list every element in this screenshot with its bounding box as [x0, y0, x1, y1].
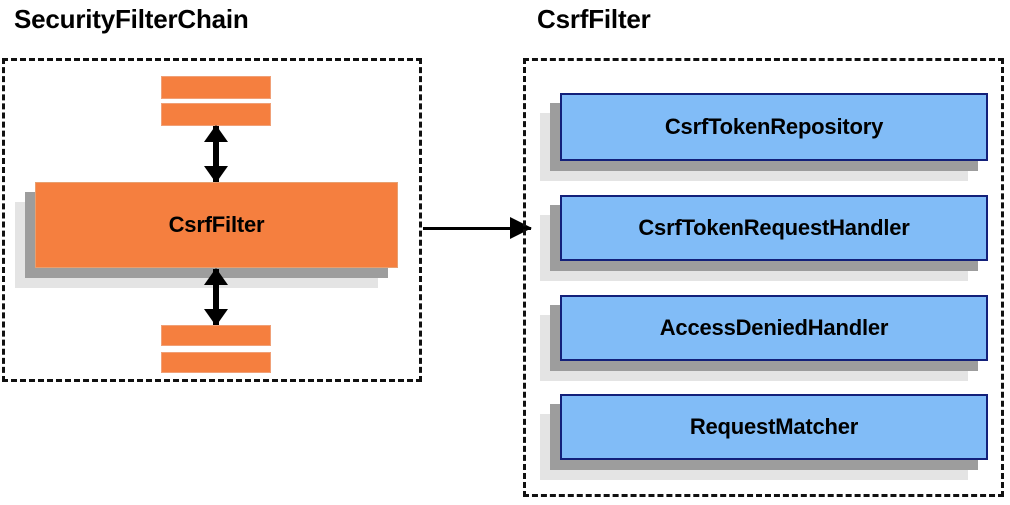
node-label-requestmatcher: RequestMatcher	[689, 414, 859, 439]
arrow-above-csrffilter	[203, 125, 229, 183]
arrow-stem	[213, 269, 219, 325]
node-label-accessdeniedhandler: AccessDeniedHandler	[659, 315, 889, 340]
page-title-securityfilterchain: SecurityFilterChain	[14, 4, 249, 34]
node-label-csrffilter: CsrfFilter	[168, 212, 265, 237]
node-face: RequestMatcher	[560, 394, 988, 460]
filter-stub-bar-bottom-2	[161, 352, 271, 373]
arrow-head-down-icon	[204, 166, 228, 183]
arrow-stem	[213, 126, 219, 182]
arrow-below-csrffilter	[203, 268, 229, 326]
node-csrftokenrequesthandler[interactable]: CsrfTokenRequestHandler	[540, 195, 988, 281]
securityfilterchain-container	[2, 58, 422, 382]
arrow-stem	[423, 226, 531, 230]
filter-stub-bar-top-1	[161, 76, 271, 99]
node-label-csrftokenrequesthandler: CsrfTokenRequestHandler	[638, 215, 910, 240]
node-face: CsrfTokenRequestHandler	[560, 195, 988, 261]
arrow-head-up-icon	[204, 268, 228, 285]
node-csrffilter[interactable]: CsrfFilter	[15, 182, 398, 288]
filter-stub-bar-bottom-1	[161, 325, 271, 346]
page-title-csrffilter: CsrfFilter	[537, 4, 651, 34]
node-label-csrftokenrepository: CsrfTokenRepository	[664, 114, 884, 139]
filter-stub-bar-top-2	[161, 103, 271, 126]
node-csrftokenrepository[interactable]: CsrfTokenRepository	[540, 93, 988, 181]
arrow-head-right-icon	[510, 217, 532, 239]
node-face: AccessDeniedHandler	[560, 295, 988, 361]
node-face: CsrfFilter	[35, 182, 398, 268]
node-face: CsrfTokenRepository	[560, 93, 988, 161]
node-requestmatcher[interactable]: RequestMatcher	[540, 394, 988, 480]
arrow-head-down-icon	[204, 309, 228, 326]
csrffilter-container	[523, 58, 1004, 497]
arrow-head-up-icon	[204, 125, 228, 142]
node-accessdeniedhandler[interactable]: AccessDeniedHandler	[540, 295, 988, 381]
